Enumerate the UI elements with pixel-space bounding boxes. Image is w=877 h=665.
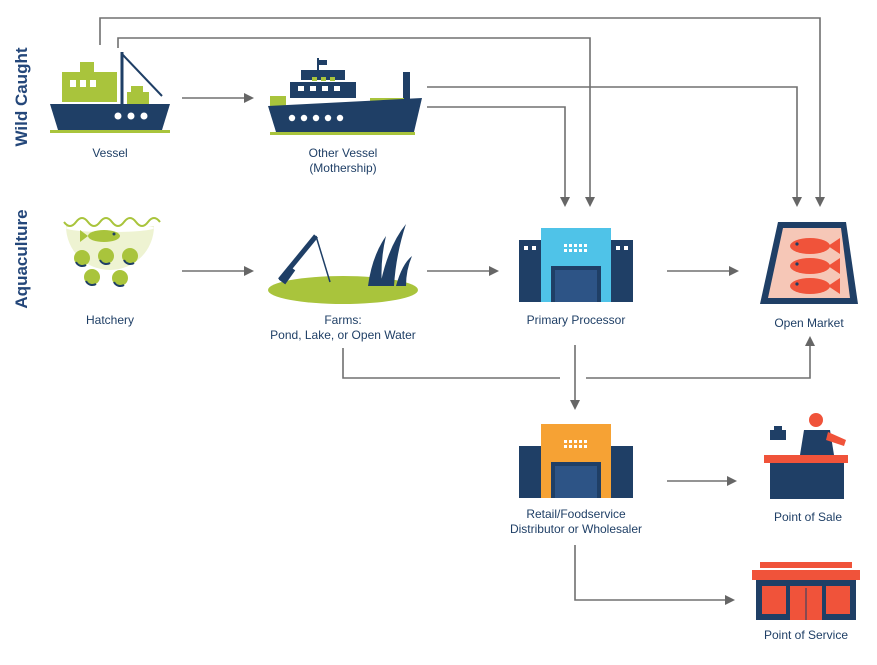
other-vessel-label-line1: Other Vessel bbox=[308, 146, 378, 160]
point-of-service-icon bbox=[752, 562, 860, 620]
distributor-icon bbox=[519, 424, 633, 498]
mothership-icon bbox=[268, 58, 422, 135]
point-of-service-label: Point of Service bbox=[706, 628, 877, 643]
farm-pond-icon bbox=[268, 224, 418, 304]
farms-label: Farms: Pond, Lake, or Open Water bbox=[243, 313, 443, 343]
other-vessel-label-line2: (Mothership) bbox=[309, 161, 377, 175]
primary-processor-label: Primary Processor bbox=[476, 313, 676, 328]
hatchery-label-text: Hatchery bbox=[85, 313, 135, 327]
point-of-sale-icon bbox=[764, 413, 848, 499]
point-of-sale-label: Point of Sale bbox=[708, 510, 877, 525]
farms-label-line1: Farms: bbox=[324, 313, 362, 327]
hatchery-icon bbox=[63, 217, 161, 288]
arrow-processor-to-open-market-bottom bbox=[586, 336, 815, 379]
primary-processor-icon bbox=[519, 228, 633, 302]
open-market-icon bbox=[760, 222, 858, 304]
arrow-other-vessel-to-open-market bbox=[427, 86, 802, 207]
distributor-label-line2: Distributor or Wholesaler bbox=[509, 522, 643, 536]
other-vessel-label: Other Vessel (Mothership) bbox=[243, 146, 443, 176]
open-market-label: Open Market bbox=[709, 316, 877, 331]
distributor-label-line1: Retail/Foodservice bbox=[526, 507, 626, 521]
arrow-distributor-to-point-of-service bbox=[574, 545, 735, 605]
primary-processor-label-text: Primary Processor bbox=[526, 313, 626, 327]
arrow-farms-to-open-market bbox=[342, 348, 560, 379]
vessel-label: Vessel bbox=[10, 146, 210, 161]
vessel-label-text: Vessel bbox=[92, 146, 128, 160]
arrow-other-vessel-to-primary-processor bbox=[427, 106, 570, 207]
open-market-label-text: Open Market bbox=[774, 316, 844, 330]
wild-caught-label: Wild Caught bbox=[12, 47, 31, 147]
distributor-label: Retail/Foodservice Distributor or Wholes… bbox=[476, 507, 676, 537]
arrow-vessel-to-primary-processor bbox=[117, 37, 595, 207]
aquaculture-label: Aquaculture bbox=[12, 209, 31, 309]
farms-label-line2: Pond, Lake, or Open Water bbox=[270, 328, 416, 342]
connectors bbox=[99, 17, 825, 605]
arrow-vessel-to-open-market bbox=[99, 17, 825, 207]
point-of-sale-label-text: Point of Sale bbox=[773, 510, 843, 524]
hatchery-label: Hatchery bbox=[10, 313, 210, 328]
point-of-service-label-text: Point of Service bbox=[763, 628, 849, 642]
vessel-icon bbox=[50, 52, 170, 133]
